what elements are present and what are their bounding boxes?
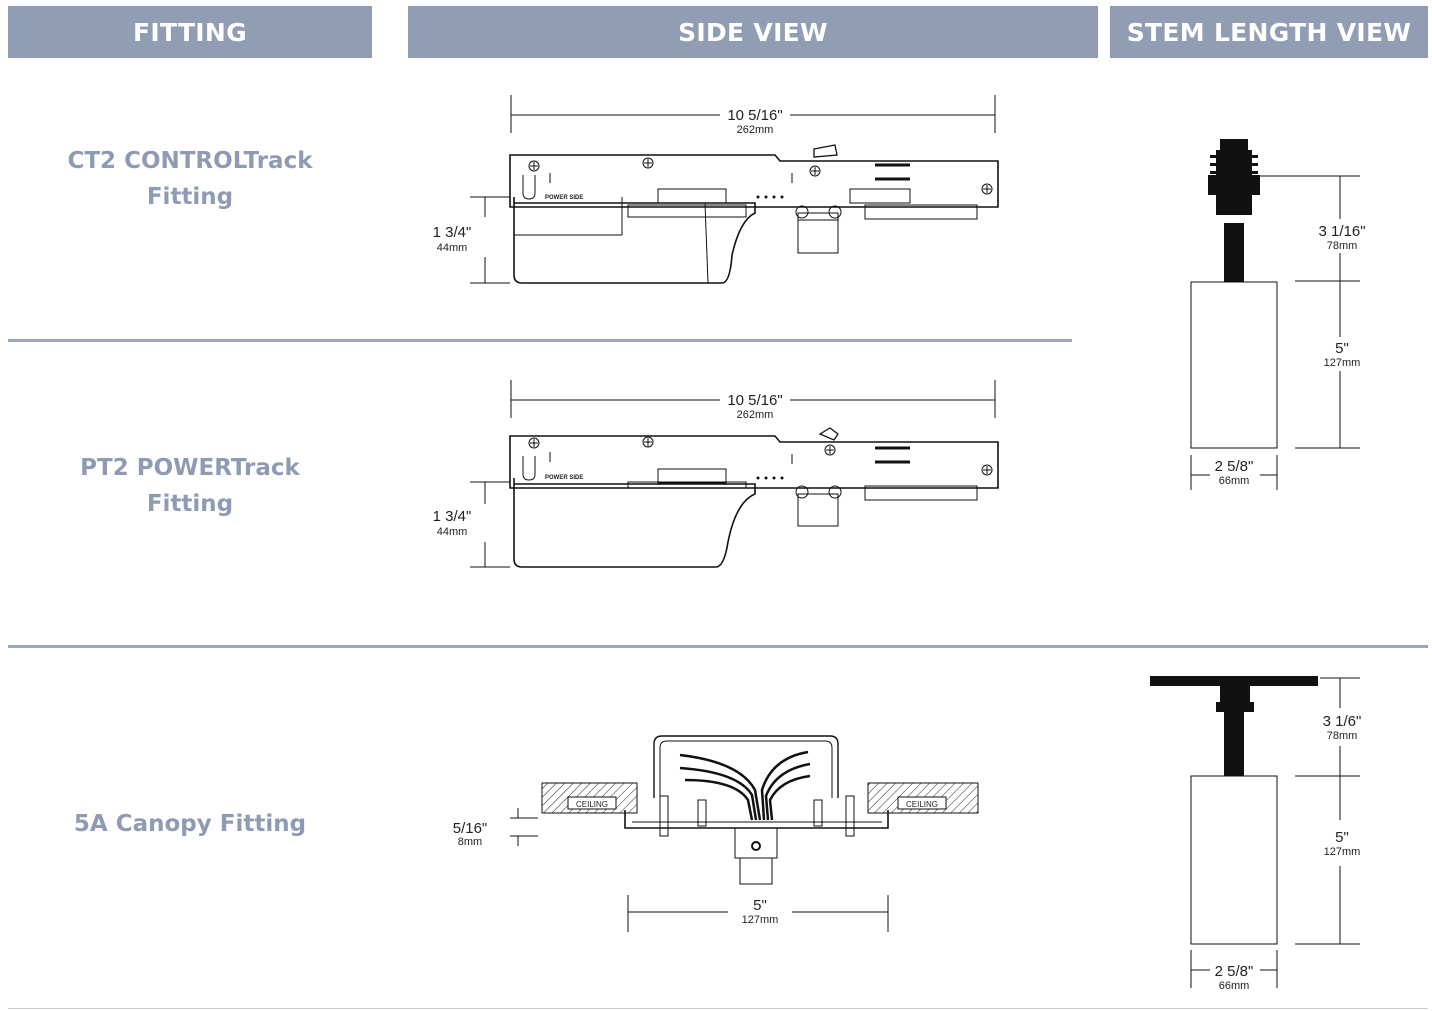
canopy-width-mm: 127mm xyxy=(742,914,779,926)
pt2-width-inches: 10 5/16" xyxy=(727,392,782,409)
pt2-side-view-drawing: POWER SIDE 10 5/16" 262mm 1 3/4" 44mm xyxy=(433,380,999,568)
ct2-width-mm: 262mm xyxy=(737,124,774,136)
row-label-5a-line1: 5A Canopy Fitting xyxy=(73,811,307,837)
stem2-diameter-inches: 2 5/8" xyxy=(1215,963,1254,980)
header-side-view: SIDE VIEW xyxy=(408,6,1098,58)
canopy-thickness-mm: 8mm xyxy=(458,836,482,848)
pt2-power-side-label: POWER SIDE xyxy=(545,475,583,481)
stem2-diameter-mm: 66mm xyxy=(1219,980,1250,992)
stem-length-view-1: 3 1/16" 78mm 5" 127mm 2 5/8" 66mm xyxy=(1190,139,1384,490)
stem1-stem-length-mm: 78mm xyxy=(1327,240,1358,252)
canopy-width-inches: 5" xyxy=(753,897,767,914)
row-label-ct2-line2: Fitting xyxy=(146,184,234,210)
ct2-width-inches: 10 5/16" xyxy=(727,107,782,124)
row-label-pt2-line1: PT2 POWERTrack xyxy=(80,455,300,481)
canopy-ceiling-left: CEILING xyxy=(576,800,608,809)
row-label-ct2-line1: CT2 CONTROLTrack xyxy=(67,148,313,174)
divider-row1 xyxy=(8,339,1072,342)
pt2-height-mm: 44mm xyxy=(437,526,468,538)
row-label-5a: 5A Canopy Fitting xyxy=(20,806,360,842)
pt2-width-mm: 262mm xyxy=(737,409,774,421)
header-fitting: FITTING xyxy=(8,6,372,58)
ct2-height-inches: 1 3/4" xyxy=(433,224,472,241)
stem1-diameter-inches: 2 5/8" xyxy=(1215,458,1254,475)
canopy-thickness-inches: 5/16" xyxy=(453,820,488,837)
stem1-diameter-mm: 66mm xyxy=(1219,475,1250,487)
stem1-body-length-inches: 5" xyxy=(1335,340,1349,357)
stem2-body-length-mm: 127mm xyxy=(1324,846,1361,858)
stem2-stem-length-inches: 3 1/6" xyxy=(1323,713,1362,730)
divider-bottom xyxy=(8,1008,1428,1009)
ct2-height-mm: 44mm xyxy=(437,242,468,254)
row-label-pt2-line2: Fitting xyxy=(146,491,234,517)
canopy-ceiling-right: CEILING xyxy=(906,800,938,809)
stem-length-view-2: 3 1/6" 78mm 5" 127mm 2 5/8" 66mm xyxy=(1150,676,1368,992)
divider-row2 xyxy=(8,645,1428,648)
stem1-body-length-mm: 127mm xyxy=(1324,357,1361,369)
stem2-stem-length-mm: 78mm xyxy=(1327,730,1358,742)
stem1-stem-length-inches: 3 1/16" xyxy=(1318,223,1365,240)
row-label-pt2: PT2 POWERTrack Fitting xyxy=(20,450,360,522)
header-stem-length-view: STEM LENGTH VIEW xyxy=(1110,6,1428,58)
canopy-side-view-drawing: CEILING CEILING 5/16" 8mm 5" 127mm xyxy=(453,735,979,932)
stem2-body-length-inches: 5" xyxy=(1335,829,1349,846)
row-label-ct2: CT2 CONTROLTrack Fitting xyxy=(20,143,360,215)
pt2-height-inches: 1 3/4" xyxy=(433,508,472,525)
ct2-power-side-label: POWER SIDE xyxy=(545,195,583,201)
ct2-side-view-drawing: POWER SIDE 10 5/16" 262mm 1 3/4" 44mm xyxy=(433,95,999,284)
